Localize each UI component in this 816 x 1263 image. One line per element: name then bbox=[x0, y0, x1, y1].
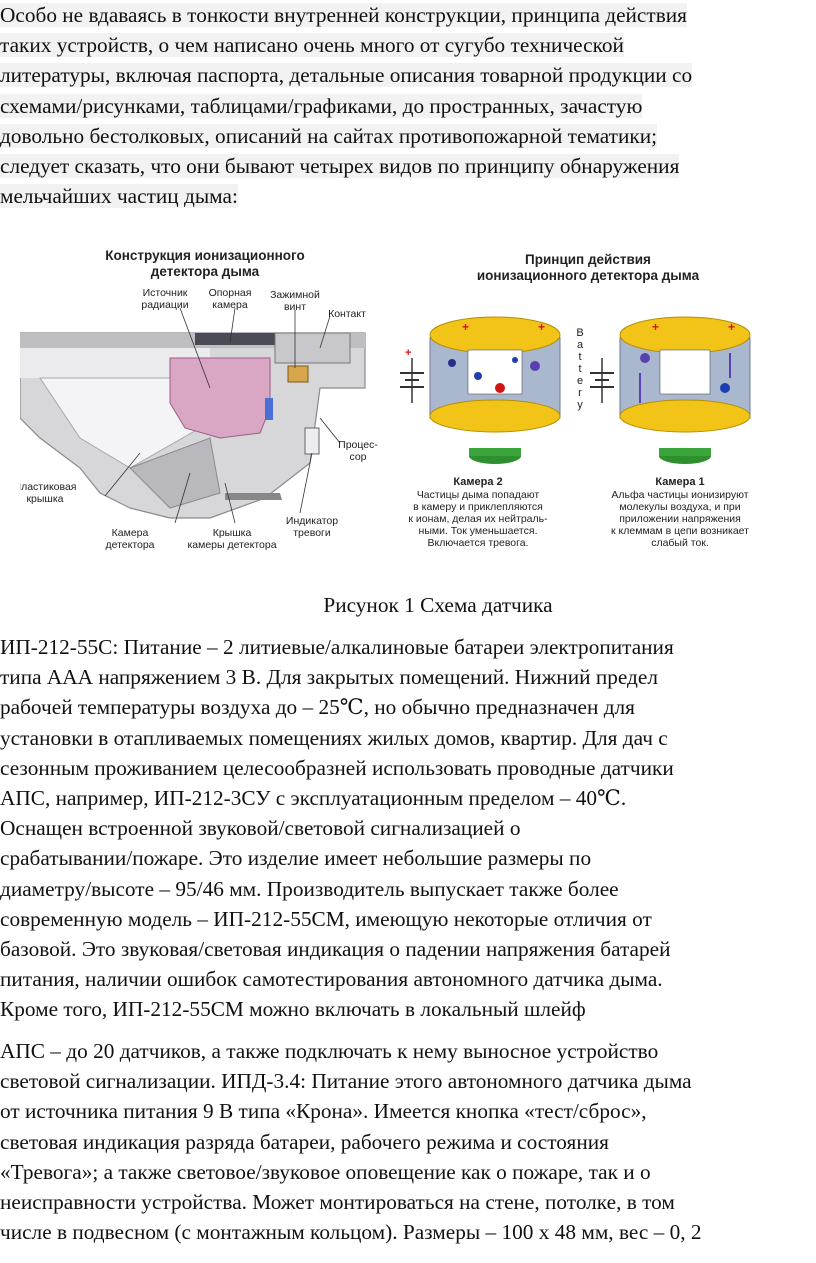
label-chamber-cover-2: камеры детектора bbox=[187, 539, 276, 551]
label-processor-2: сор bbox=[349, 451, 366, 463]
construction-diagram: Конструкция ионизационного детектора дым… bbox=[20, 248, 378, 551]
label-source-2: радиации bbox=[141, 299, 188, 311]
product-paragraph-1: ИП-212-55С: Питание – 2 литиевые/алкалин… bbox=[0, 632, 812, 1024]
label-source: Источник bbox=[143, 287, 188, 299]
paragraph-line: диаметру/высоте – 95/46 мм. Производител… bbox=[0, 876, 619, 901]
intro-line: таких устройств, о чем написано очень мн… bbox=[0, 33, 624, 58]
right-title-line: Принцип действия bbox=[525, 252, 651, 267]
label-ref-chamber: Опорная bbox=[209, 287, 252, 299]
paragraph-line: питания, наличии ошибок самотестирования… bbox=[0, 967, 663, 992]
chamber-1-text: Альфа частицы ионизируют bbox=[611, 489, 748, 501]
paragraph-line: срабатывании/пожаре. Это изделие имеет н… bbox=[0, 846, 592, 871]
chamber-2-text: к ионам, делая их нейтраль- bbox=[408, 513, 548, 525]
chamber-1-source-top bbox=[659, 448, 711, 456]
label-processor: Процес- bbox=[338, 439, 378, 451]
paragraph-line: АПС, например, ИП-212-3СУ с эксплуатацио… bbox=[0, 785, 627, 810]
battery-letter: r bbox=[578, 387, 582, 399]
label-alarm-indicator: Индикатор bbox=[286, 515, 338, 527]
paragraph-line: рабочей температуры воздуха до – 25℃, но… bbox=[0, 695, 635, 720]
battery-letter: t bbox=[578, 363, 581, 375]
battery-label: B a t t e r y bbox=[576, 327, 584, 411]
intro-line: Особо не вдаваясь в тонкости внутренней … bbox=[0, 3, 687, 27]
alarm-indicator-shape bbox=[304, 427, 320, 455]
label-detector-chamber-2: детектора bbox=[105, 539, 154, 551]
label-ref-chamber-2: камера bbox=[212, 299, 248, 311]
intro-paragraph: Особо не вдаваясь в тонкости внутренней … bbox=[0, 0, 812, 211]
paragraph-line: Кроме того, ИП-212-55СМ можно включать в… bbox=[0, 997, 586, 1022]
label-plastic-cover: Пластиковая bbox=[20, 481, 76, 493]
detector-chamber-shape bbox=[169, 357, 271, 439]
figure-caption: Рисунок 1 Схема датчика bbox=[323, 593, 553, 617]
chamber-2-plus-icon-2: + bbox=[538, 320, 545, 334]
paragraph-line: АПС – до 20 датчиков, а также подключать… bbox=[0, 1039, 659, 1063]
label-clamp-screw-2: винт bbox=[284, 301, 306, 313]
chamber-2-plus-icon: + bbox=[462, 320, 469, 334]
chamber-2-illustration: + + + bbox=[400, 316, 561, 464]
battery-letter: t bbox=[578, 351, 581, 363]
leader-lines bbox=[104, 307, 341, 524]
battery-letter: B bbox=[576, 327, 583, 339]
right-title-line: ионизационного детектора дыма bbox=[477, 268, 700, 283]
chamber-1-bottom-ring bbox=[619, 399, 751, 433]
chamber-1-plus-icon-2: + bbox=[728, 320, 735, 334]
chamber-1-illustration: + + bbox=[590, 316, 751, 464]
label-clamp-screw: Зажимной bbox=[270, 289, 320, 301]
paragraph-line: современную модель – ИП-212-55СМ, имеющу… bbox=[0, 906, 652, 931]
chamber-2-text: ными. Ток уменьшается. bbox=[419, 525, 538, 537]
chamber-1-plus-icon: + bbox=[652, 320, 659, 334]
chamber-1-title: Камера 1 bbox=[655, 476, 704, 488]
chamber-1-grid bbox=[659, 349, 711, 395]
chamber-1-text: приложении напряжения bbox=[619, 513, 741, 525]
paragraph-line: от источника питания 9 В типа «Крона». И… bbox=[0, 1099, 647, 1124]
paragraph-line: «Тревога»; а также световое/звуковое опо… bbox=[0, 1159, 651, 1184]
chamber-cover-shape bbox=[129, 437, 221, 509]
chamber-2-bottom-ring bbox=[429, 399, 561, 433]
intro-line: мельчайших частиц дыма: bbox=[0, 184, 238, 209]
paragraph-line: числе в подвесном (с монтажным кольцом).… bbox=[0, 1220, 702, 1245]
reference-chamber-shape bbox=[195, 333, 275, 345]
chamber-2-text: Включается тревога. bbox=[428, 537, 529, 549]
principle-diagram: Принцип действия ионизационного детектор… bbox=[400, 252, 751, 549]
product-paragraph-2: АПС – до 20 датчиков, а также подключать… bbox=[0, 1036, 812, 1247]
paragraph-line: базовой. Это звуковая/световая индикация… bbox=[0, 936, 671, 961]
source-shape bbox=[265, 398, 273, 420]
board-shape bbox=[274, 332, 351, 364]
label-alarm-indicator-2: тревоги bbox=[293, 527, 331, 539]
paragraph-line: сезонным проживанием целесообразней испо… bbox=[0, 755, 674, 780]
chamber-1-text: к клеммам в цепи возникает bbox=[611, 525, 749, 537]
clamp-screw-shape bbox=[287, 365, 309, 383]
label-contact: Контакт bbox=[328, 308, 366, 320]
chamber-2-source-top bbox=[469, 448, 521, 456]
paragraph-line: установки в отапливаемых помещениях жилы… bbox=[0, 725, 668, 750]
detector-figure: Конструкция ионизационного детектора дым… bbox=[20, 248, 751, 551]
bottom-rim bbox=[225, 493, 282, 500]
intro-line: литературы, включая паспорта, детальные … bbox=[0, 63, 693, 88]
paragraph-line: Оснащен встроенной звуковой/световой сиг… bbox=[0, 816, 521, 841]
battery-letter: y bbox=[577, 399, 583, 411]
paragraph-line: неисправности устройства. Может монтиров… bbox=[0, 1189, 675, 1214]
chamber-1-text: молекулы воздуха, и при bbox=[619, 501, 740, 513]
housing-lip bbox=[20, 348, 210, 378]
intro-line: следует сказать, что они бывают четырех … bbox=[0, 153, 680, 178]
paragraph-line: ИП-212-55С: Питание – 2 литиевые/алкалин… bbox=[0, 635, 674, 659]
intro-line: схемами/рисунками, таблицами/графиками, … bbox=[0, 93, 643, 118]
paragraph-line: типа ААА напряжением 3 В. Для закрытых п… bbox=[0, 665, 658, 690]
battery-plus-icon: + bbox=[405, 347, 411, 359]
chamber-2-text: Частицы дыма попадают bbox=[417, 489, 540, 501]
chamber-2-title: Камера 2 bbox=[453, 476, 502, 488]
battery-letter: a bbox=[577, 339, 584, 351]
left-title-line: детектора дыма bbox=[151, 264, 260, 279]
chamber-2-text: в камеру и приклепляются bbox=[413, 501, 543, 513]
label-chamber-cover: Крышка bbox=[213, 527, 252, 539]
paragraph-line: световой сигнализации. ИПД-3.4: Питание … bbox=[0, 1069, 692, 1094]
left-title-line: Конструкция ионизационного bbox=[105, 248, 304, 263]
intro-line: довольно бестолковых, описаний на сайтах… bbox=[0, 123, 658, 148]
battery-letter: e bbox=[577, 375, 583, 387]
paragraph-line: световая индикация разряда батареи, рабо… bbox=[0, 1129, 609, 1154]
chamber-1-text: слабый ток. bbox=[651, 537, 709, 549]
label-detector-chamber: Камера bbox=[112, 527, 149, 539]
label-plastic-cover-2: крышка bbox=[26, 493, 63, 505]
chamber-2-grid bbox=[467, 349, 523, 395]
